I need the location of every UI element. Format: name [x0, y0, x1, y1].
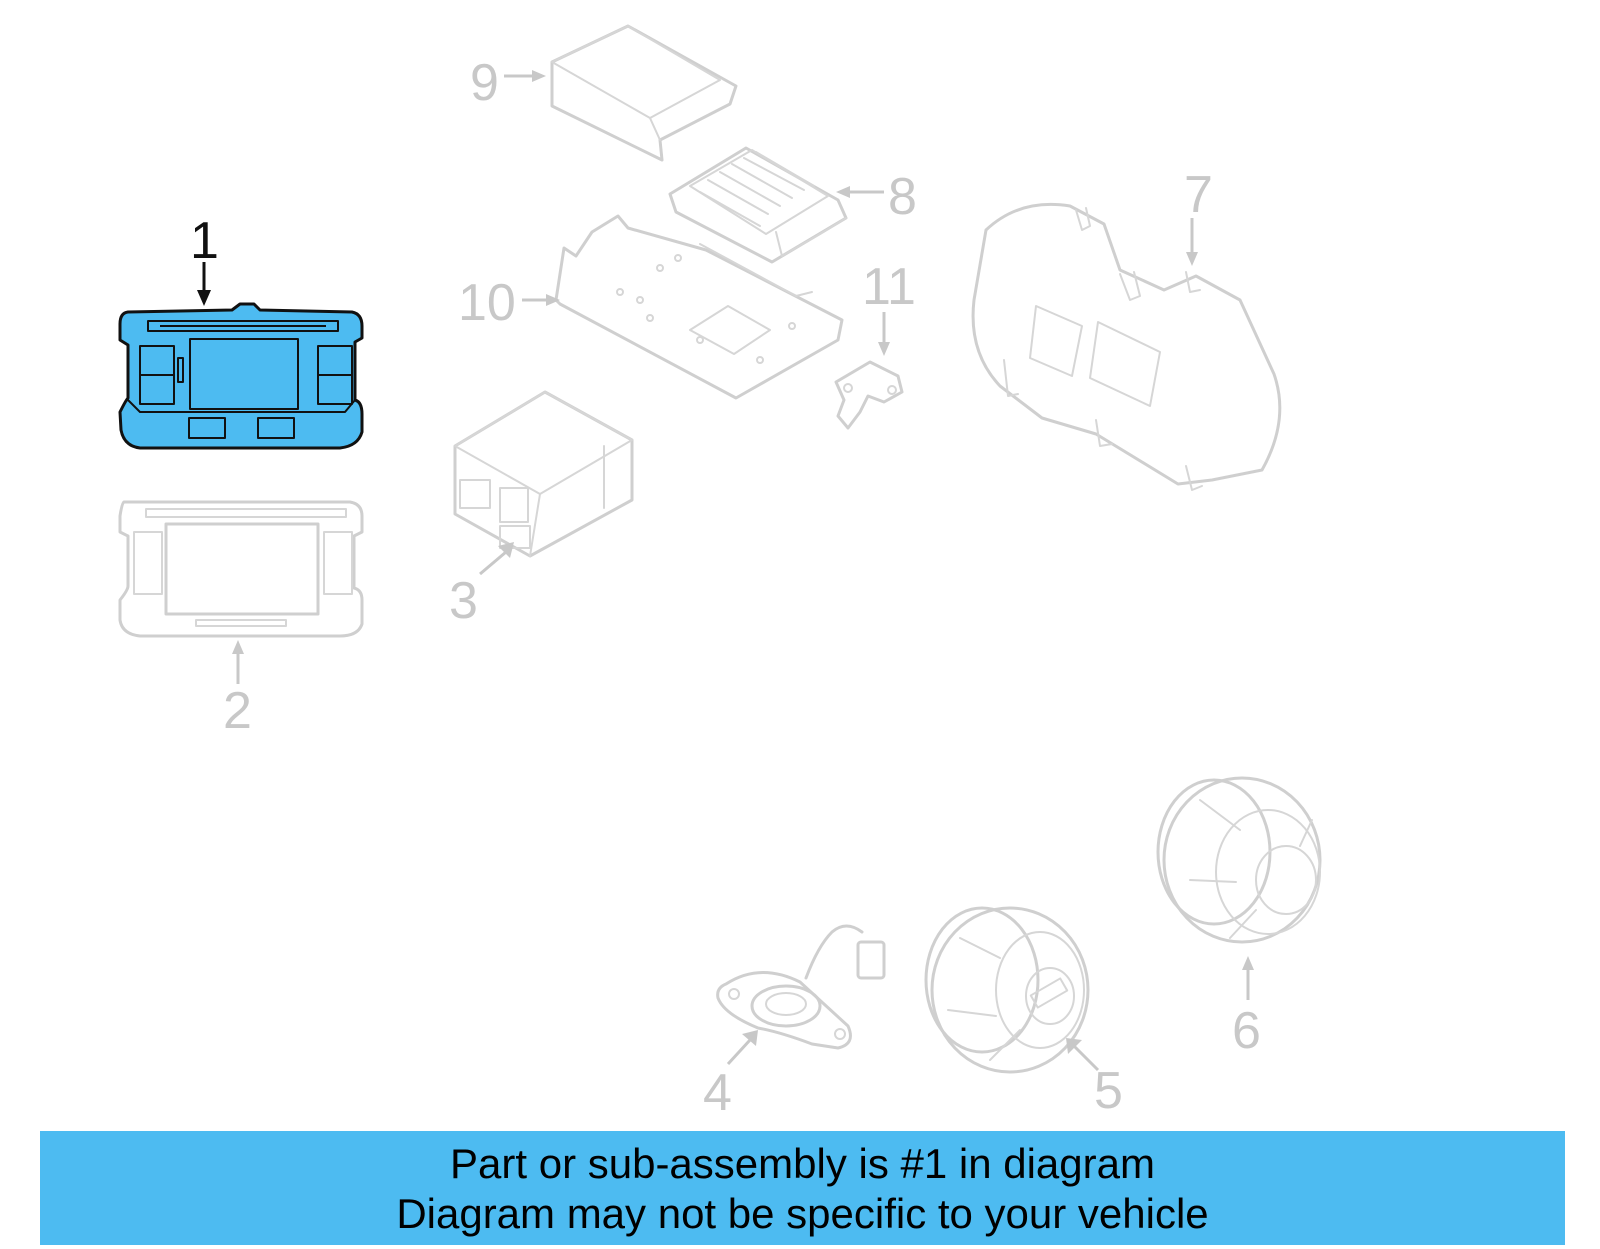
part-11-body	[834, 360, 904, 430]
part-10-mounting-plate[interactable]	[554, 214, 844, 400]
arrow-2-head	[232, 640, 244, 654]
arrow-1-head	[197, 290, 211, 306]
part-3-front-edge	[529, 493, 541, 557]
arrow-3-head	[498, 542, 514, 558]
part-1-radio-unit[interactable]	[118, 302, 364, 450]
callout-1: 1	[190, 212, 219, 270]
part-4-tweeter[interactable]	[716, 924, 886, 1050]
part-1-bottom-button-right	[257, 417, 295, 439]
part-4-plug	[856, 940, 886, 980]
banner-line-1: Part or sub-assembly is #1 in diagram	[450, 1140, 1155, 1187]
arrow-5-head	[1066, 1038, 1082, 1054]
part-5-ribs	[947, 937, 1021, 1061]
callout-5: 5	[1094, 1062, 1123, 1120]
part-2-left-panel	[133, 531, 163, 595]
part-7-clip-bottom	[1185, 465, 1203, 491]
callout-4: 4	[703, 1064, 732, 1122]
part-4-dome-inner	[765, 992, 807, 1016]
part-3-connector-2	[499, 487, 529, 523]
arrow-10-head	[546, 294, 560, 306]
part-6-basket-back	[1156, 778, 1272, 926]
callout-9: 9	[470, 54, 499, 112]
callout-11: 11	[862, 258, 916, 316]
callout-10: 10	[458, 274, 516, 332]
callout-3: 3	[449, 572, 478, 630]
part-10-rail	[699, 243, 813, 297]
callout-6: 6	[1232, 1002, 1261, 1060]
banner-line-2: Diagram may not be specific to your vehi…	[396, 1190, 1209, 1237]
part-8-fins	[699, 151, 815, 227]
part-5-frame	[930, 906, 1090, 1074]
part-1-bottom-button-left	[188, 417, 226, 439]
part-9-edge	[649, 117, 661, 141]
callout-7: 7	[1184, 166, 1213, 224]
part-6-magnet	[1255, 845, 1317, 915]
part-3-body	[453, 390, 634, 558]
part-7-inner-left	[1029, 305, 1083, 377]
part-10-plate	[554, 214, 844, 400]
part-3-top-face	[454, 391, 633, 495]
part-7-clip-mid	[1119, 271, 1141, 301]
part-3-control-module[interactable]	[453, 390, 634, 558]
part-8-top	[689, 149, 829, 235]
arrow-4-head	[742, 1030, 758, 1046]
part-11-hole-2	[887, 385, 897, 395]
info-banner: Part or sub-assembly is #1 in diagram Di…	[40, 1131, 1565, 1245]
arrow-4	[726, 1038, 752, 1066]
part-9-body	[550, 24, 738, 162]
part-1-screen	[189, 338, 299, 410]
part-5-speaker[interactable]	[924, 906, 1090, 1074]
callout-2: 2	[223, 682, 252, 740]
part-1-side-edge	[127, 399, 356, 413]
part-7-outline	[971, 202, 1282, 486]
arrow-9-head	[532, 70, 546, 82]
part-2-radio-faceplate[interactable]	[118, 500, 364, 638]
arrow-3	[479, 550, 507, 576]
part-5-magnet	[1025, 967, 1075, 1025]
arrow-5	[1072, 1044, 1100, 1072]
part-7-clip-top	[1075, 207, 1091, 231]
arrow-8-head	[836, 186, 850, 198]
part-7-trim-panel[interactable]	[971, 202, 1282, 491]
part-4-hole-right	[834, 1028, 846, 1040]
part-1-top-slot	[147, 320, 339, 332]
part-4-cable	[804, 924, 864, 980]
part-10-holes	[616, 254, 796, 364]
part-1-left-indicator	[177, 357, 184, 383]
part-8-amplifier[interactable]	[668, 146, 848, 264]
part-7-clip-low	[1095, 419, 1113, 447]
part-6-ribs	[1189, 799, 1313, 939]
part-11-bracket[interactable]	[834, 360, 904, 430]
part-8-bracket	[775, 217, 847, 257]
arrow-6-head	[1242, 956, 1254, 970]
part-11-hole-1	[843, 383, 853, 393]
part-7-clip-right	[1185, 271, 1201, 293]
part-2-screen	[164, 522, 320, 616]
part-6-woofer[interactable]	[1156, 776, 1322, 944]
part-7-clip-left	[1003, 359, 1019, 397]
part-2-top-slot	[145, 508, 347, 518]
part-5-cone	[995, 931, 1085, 1049]
part-9-top	[551, 25, 721, 119]
part-3-connector-3	[499, 525, 531, 549]
part-7-inner-right	[1089, 321, 1161, 407]
part-3-connector-1	[459, 479, 491, 509]
part-4-dome-outer	[750, 984, 822, 1028]
part-2-body	[118, 500, 364, 638]
callout-8: 8	[888, 168, 917, 226]
arrow-7-head	[1186, 252, 1198, 266]
part-5-label	[1029, 977, 1069, 1009]
arrow-11-head	[878, 342, 890, 356]
part-4-hole-left	[728, 988, 740, 1000]
part-2-bottom-slot	[195, 619, 287, 627]
part-10-cutout	[689, 305, 771, 355]
part-4-mount	[716, 971, 852, 1050]
part-6-cone	[1215, 809, 1321, 935]
part-9-module-box[interactable]	[550, 24, 738, 162]
part-5-basket-back	[924, 906, 1040, 1054]
part-2-right-panel	[323, 531, 353, 595]
